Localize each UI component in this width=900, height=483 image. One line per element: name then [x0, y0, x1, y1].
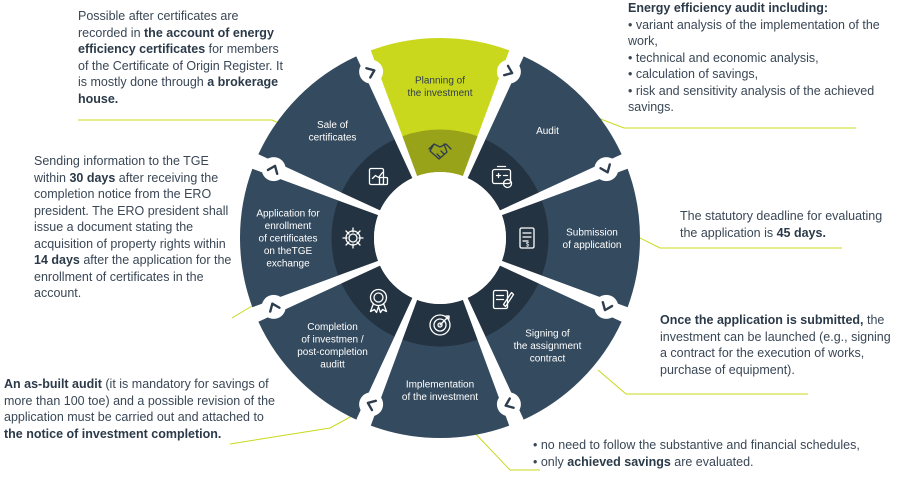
inner-segment-completion — [341, 265, 413, 337]
note-completion: An as-built audit (it is mandatory for s… — [4, 377, 276, 441]
arrow-chevron-icon — [261, 157, 286, 182]
arrow-chevron-icon — [261, 294, 286, 319]
calculator-icon — [491, 165, 513, 189]
segment-label-line: of application — [563, 240, 622, 251]
arrow-markers — [261, 59, 619, 417]
connector-signing — [597, 369, 808, 395]
gear-icon — [342, 227, 364, 249]
segment-label-line: Implementation — [406, 379, 474, 390]
segment-submission — [541, 168, 640, 308]
document-icon: $ — [519, 227, 535, 249]
audit-note-item: calculation of savings, — [628, 66, 890, 83]
target-icon — [429, 314, 451, 336]
segment-label-completion: Completion of investmen /post-completion a… — [297, 322, 368, 371]
connector-implementation — [471, 429, 540, 471]
inner-segment-application — [331, 200, 379, 276]
note-audit: Energy efficiency audit including: varia… — [628, 0, 890, 116]
note-signing: Once the application is submitted, the i… — [660, 313, 891, 377]
implementation-note-item: no need to follow the substantive and fi… — [533, 437, 895, 454]
handshake-icon — [428, 143, 452, 160]
inner-segment-planning — [402, 129, 478, 177]
chart-icon — [368, 167, 389, 186]
arrow-chevron-icon — [496, 59, 521, 84]
segment-application — [239, 168, 339, 308]
segment-label-line: Signing of — [525, 328, 570, 339]
note-sale: Possible after certificates are recorded… — [78, 9, 283, 106]
cycle-segments — [239, 38, 640, 438]
audit-note-item: technical and economic analysis, — [628, 50, 890, 67]
arrow-chevron-icon — [359, 392, 384, 417]
inner-segment-audit — [467, 139, 539, 211]
arrow-chevron-icon — [594, 157, 619, 182]
arrow-chevron-icon — [496, 392, 521, 417]
segment-label-line: Planning of — [415, 75, 465, 86]
arrow-chevron-icon — [594, 294, 619, 319]
segment-label-line: of the investment — [402, 392, 478, 403]
segment-label-line: the assignment — [514, 341, 582, 352]
audit-note-item: risk and sensitivity analysis of the ach… — [628, 83, 890, 116]
segment-label-line: exchange — [266, 259, 310, 270]
segment-label-line: of investmen / — [301, 335, 363, 346]
segment-label-implementation: Implementation of the investment — [402, 379, 478, 403]
connector-sale — [78, 119, 291, 129]
segment-label-line: post-completion — [297, 347, 368, 358]
segment-audit — [485, 56, 622, 193]
inner-segment-sale — [341, 139, 413, 211]
svg-text:$: $ — [526, 243, 530, 249]
segment-label-audit: Audit — [536, 126, 559, 137]
segment-sale — [258, 56, 395, 193]
audit-note-item: variant analysis of the implementation o… — [628, 17, 890, 50]
segment-label-line: enrollment — [265, 221, 312, 232]
segment-label-line: certificates — [309, 132, 357, 143]
segment-label-line: of certificates — [259, 234, 318, 245]
segment-label-planning: Planning of the investment — [407, 75, 472, 99]
inner-segment-submission — [501, 200, 549, 276]
arrow-chevron-icon — [359, 59, 384, 84]
audit-note-list: variant analysis of the implementation o… — [628, 17, 890, 116]
segment-label-line: Completion — [307, 322, 358, 333]
segment-label-line: the investment — [407, 88, 472, 99]
segment-planning — [370, 38, 510, 137]
connector-completion — [229, 415, 353, 445]
segment-label-line: Submission — [566, 227, 618, 238]
signature-icon — [492, 289, 515, 310]
implementation-note-item: only achieved savings are evaluated. — [533, 454, 895, 471]
center-hole — [374, 172, 506, 304]
segment-label-line: contract — [530, 353, 566, 364]
connector-audit — [597, 117, 856, 129]
note-application: Sending information to the TGE within 30… — [34, 154, 232, 300]
note-implementation: no need to follow the substantive and fi… — [533, 437, 895, 470]
audit-note-title: Energy efficiency audit including: — [628, 1, 829, 15]
segment-label-line: Audit — [536, 126, 559, 137]
badge-icon — [369, 288, 388, 314]
segment-label-line: on theTGE — [264, 246, 313, 257]
inner-segment-signing — [467, 265, 539, 337]
segment-completion — [258, 283, 395, 420]
segment-label-line: auditt — [320, 360, 345, 371]
note-submission: The statutory deadline for evaluating th… — [680, 209, 883, 240]
segment-implementation — [370, 339, 510, 438]
segment-signing — [485, 283, 622, 420]
segment-label-line: Sale of — [317, 120, 348, 131]
segment-label-submission: Submission of application — [563, 227, 622, 251]
segment-label-line: Application for — [256, 209, 320, 220]
